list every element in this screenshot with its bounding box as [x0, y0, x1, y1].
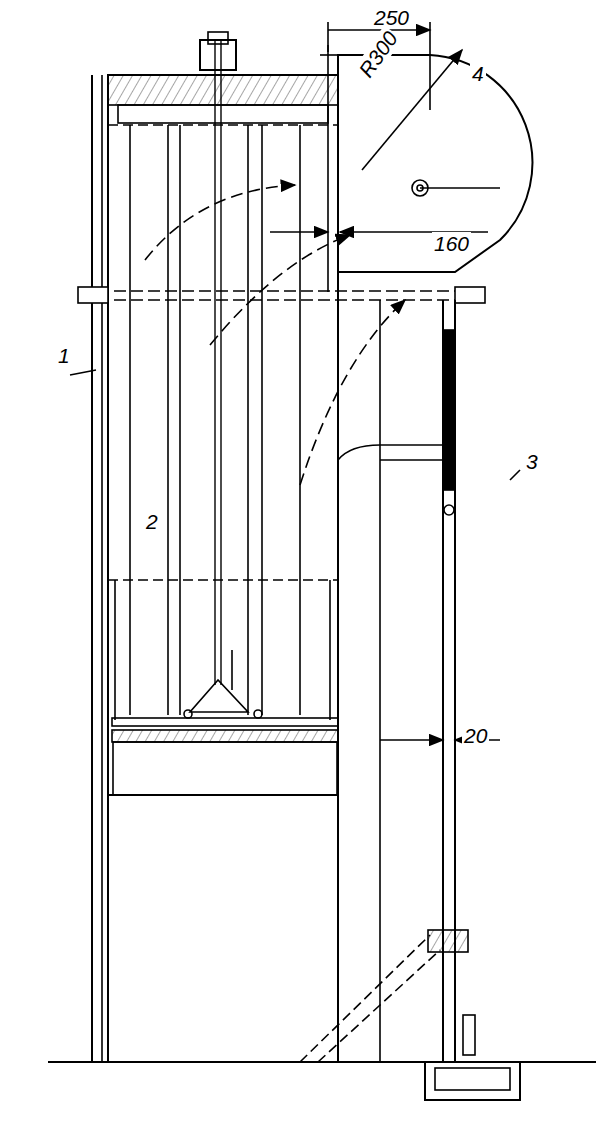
- callout-number: 1: [56, 344, 72, 367]
- callout-number: 2: [144, 510, 160, 533]
- callout-number: 4: [470, 62, 486, 85]
- callout-number: 3: [524, 450, 540, 473]
- dimension-label: 20: [462, 724, 489, 747]
- dimension-label: 160: [432, 232, 471, 255]
- dimension-label: 250: [372, 6, 411, 29]
